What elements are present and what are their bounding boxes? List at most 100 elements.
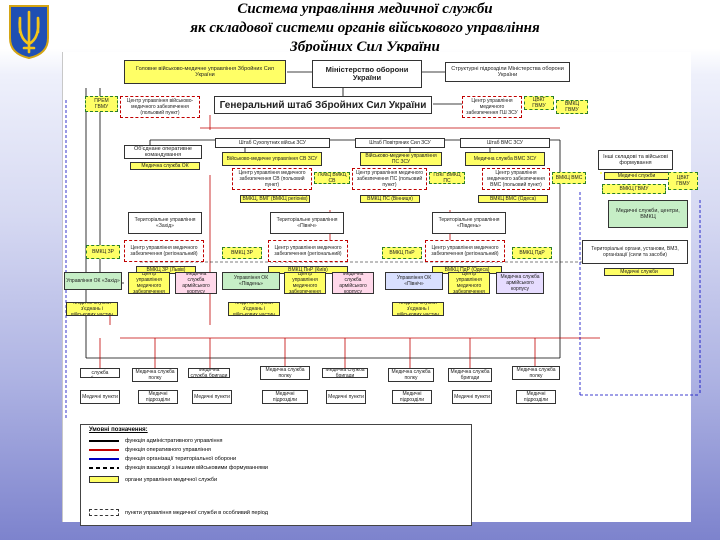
legend-text-medical-bodies: органи управління медичної служби [125,477,218,483]
main-medical-department-label: Головне військово-медичне управління Збр… [136,66,274,78]
level5-box-3-label: Медична служба бригади [190,368,228,378]
special-units-label: Медичні служби, центри, ВМКЦ [616,208,680,220]
legend-text-territorial: функція організації територіальної оборо… [125,456,237,462]
level4-box-2: Центр управління медичного забезпечення [128,272,170,294]
general-staff-box: Генеральний штаб Збройних Сил України [214,96,432,114]
right-column-tag-a-label: ВМКЦ ГВМУ [619,186,649,192]
level6-box-7: Медичні пункти [452,390,492,404]
level5-box-4-label: Медична служба полку [265,367,305,379]
level6-box-2-label: Медичні підрозділи [145,391,171,403]
other-forces-sub-label: Медичні служби [617,173,656,179]
land-tag: ГКМЦ ВМКЦ СВ [314,172,350,184]
land-centre-box: Центр управління медичного забезпечення … [232,168,312,190]
level4-box-9-label: Медична служба армійського корпусу [500,274,540,292]
region-north-centre-box: Центр управління медичного забезпечення … [268,240,348,262]
level6-box-8-label: Медичні підрозділи [523,391,549,403]
level4-box-9: Медична служба армійського корпусу [496,272,544,294]
right-column-tag-b-label: ЦВКГ ГВМУ [676,175,690,187]
region-south-box: Територіальне управління «Південь» [432,212,506,234]
region-west-tag-label: ВМКЦ ЗР [231,250,253,256]
navy-medical-box: Медична служба ВМС ЗСУ [465,152,545,166]
military-medical-centre-label: Центр управління військово-медичного заб… [126,98,194,116]
joint-command-label: Об'єднане оперативне командування [134,146,192,158]
right-column-tag-1 [600,172,602,174]
legend-swatch-medical-bodies [89,476,119,483]
level6-box-3-label: Медичні пункти [194,394,230,400]
region-south-centre-box: Центр управління медичного забезпечення … [425,240,505,262]
ministry-of-defence-label: Міністерство оборони України [325,65,409,82]
level6-box-4: Медичні підрозділи [262,390,308,404]
air-medical-box: Військово-медичне управління ПС ЗСУ [360,152,442,166]
title-line-3: Збройних Сил України [290,39,440,55]
level6-box-6: Медичні підрозділи [392,390,432,404]
other-forces-box: Інші складові та військові формування [598,150,673,170]
level4-box-4-label: Управління ОК «Південь» [233,275,269,287]
right-tag-1-label: ЦВКГ ГВМУ [532,97,546,109]
navy-sub-label: ВМКЦ ВМС (Одеса) [489,196,537,202]
air-force-command-box: Штаб Повітряних Сил ЗСУ [355,138,445,148]
land-medical-box: Військово-медичне управління СВ ЗСУ [222,152,322,166]
level4-box-5-label: Центр управління медичного забезпечення [289,272,321,294]
level5-box-8: Медична служба полку [512,366,560,380]
right-tag-2: ВМКЦ ГВМУ [556,100,588,114]
level6-box-5-label: Медичні пункти [328,394,364,400]
level4-sub-1-label: Медичні служби з'єднань і військових час… [71,302,113,316]
right-tag-1: ЦВКГ ГВМУ [524,96,554,110]
navy-centre-label: Центр управління медичного забезпечення … [487,170,545,188]
legend-swatch-territorial [89,458,119,460]
region-west-label: Територіальне управління «Захід» [134,217,196,229]
legend-row-territorial: функція організації територіальної оборо… [89,455,469,463]
navy-medical-label: Медична служба ВМС ЗСУ [473,156,537,162]
legend-row-operational: функція оперативного управління [89,446,469,454]
slide-title: Система управління медичної служби як ск… [150,0,580,57]
air-force-command-label: Штаб Повітряних Сил ЗСУ [369,140,431,146]
air-centre-label: Центр управління медичного забезпечення … [355,170,424,188]
prem-left-label: ПРЕМ ГВМУ [94,98,109,110]
legend-title: Умовні позначення: [89,427,148,433]
level4-box-8: Центр управління медичного забезпечення [448,272,490,294]
right-column-tag-a: ВМКЦ ГВМУ [602,184,666,194]
legend-swatch-control-points [89,509,119,516]
level5-box-7-label: Медична служба бригади [450,369,490,381]
other-forces-sub-box: Медичні служби [604,172,669,180]
navy-command-label: Штаб ВМС ЗСУ [487,140,523,146]
level5-box-6-label: Медична служба полку [391,369,431,381]
level6-box-7-label: Медичні пункти [454,394,490,400]
region-south-tag: ВМКЦ ПдР [512,247,552,259]
level5-box-8-label: Медична служба полку [516,367,556,379]
region-south-foot-label: ВМКЦ ПдР (Одеса) [444,267,490,273]
legend-text-control-points: пункти управління медичної служби в особ… [125,510,268,516]
legend: Умовні позначення: функція адміністратив… [80,424,472,526]
special-units-box: Медичні служби, центри, ВМКЦ [608,200,688,228]
level6-box-3: Медичні пункти [192,390,232,404]
region-west-tag: ВМКЦ ЗР [222,247,262,259]
joint-command-box: Об'єднане оперативне командування [124,145,202,159]
level4-box-7: Управління ОК «Північ» [385,272,443,290]
land-medical-label: Військово-медичне управління СВ ЗСУ [226,156,318,162]
navy-sub-box: ВМКЦ ВМС (Одеса) [478,195,548,203]
right-mid-sub-box: Медичні служби [604,268,674,276]
region-north-label: Територіальне управління «Північ» [276,217,338,229]
level4-sub-3-label: Медичні служби з'єднань і військових час… [397,302,439,316]
joint-command-sub-box: Медична служба ОК [130,162,200,170]
legend-row-admin: функція адміністративного управління [89,437,469,445]
legend-swatch-interaction [89,467,119,469]
right-mid-box: Територіальні органи, установи, ВМЗ, орг… [582,240,688,264]
level6-box-8: Медичні підрозділи [516,390,556,404]
ministry-of-defence-box: Міністерство оборони України [312,60,422,88]
legend-swatch-operational [89,449,119,451]
level6-box-1-label: Медичні пункти [82,394,118,400]
level5-box-5-label: Медична служба бригади [325,368,365,378]
level4-box-3-label: Медична служба армійського корпусу [182,272,210,294]
air-sub-label: ВМКЦ ПС (Вінниця) [367,196,413,202]
level6-box-2: Медичні підрозділи [138,390,178,404]
level4-sub-1: Медичні служби з'єднань і військових час… [66,302,118,316]
legend-row-medical-bodies: органи управління медичної служби [89,476,469,484]
level6-box-4-label: Медичні підрозділи [272,391,298,403]
level4-box-4: Управління ОК «Південь» [222,272,280,290]
ukraine-coat-of-arms-icon [9,5,49,60]
level4-box-8-label: Центр управління медичного забезпечення [453,272,485,294]
land-sub-box: ВМКЦ, ВМГ (ВМКЦ регіонів) [240,195,310,203]
right-tag-2-label: ВМКЦ ГВМУ [564,101,580,113]
level4-sub-2-label: Медичні служби з'єднань і військових час… [233,302,275,316]
